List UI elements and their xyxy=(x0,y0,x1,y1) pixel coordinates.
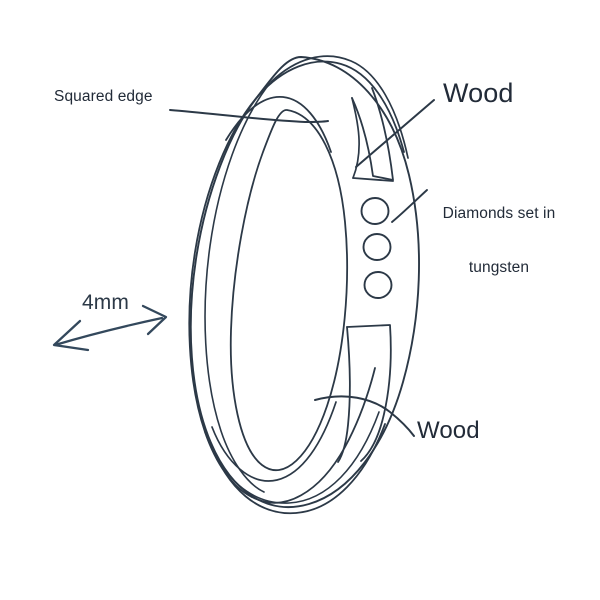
label-diamonds-line-1: Diamonds set in xyxy=(442,204,556,222)
wood-inlay-panel-top-base xyxy=(352,177,394,182)
wood-inlay-panel-top xyxy=(351,87,394,181)
squared-edge-leader-line xyxy=(169,109,329,123)
diamond-setting-3 xyxy=(363,271,393,299)
wood-inlay-panel-top-left-wall xyxy=(351,97,360,179)
wood-bottom-leader-line xyxy=(314,395,415,437)
ring-outer-front-edge xyxy=(189,56,420,508)
ring-inner-wall-bottom xyxy=(251,367,376,504)
ring-base-sweep-outer xyxy=(210,423,386,515)
ring-inner-hole-front xyxy=(229,109,348,472)
diamond-setting-2 xyxy=(362,233,392,261)
ring-inner-rim-lower-arc xyxy=(211,401,337,482)
label-diamonds-set-in-tungsten: Diamonds set in tungsten xyxy=(423,168,575,314)
label-band-width: 4mm xyxy=(82,291,129,314)
ring-inner-rim-top-arc xyxy=(225,96,332,153)
ring-crown-ridge-inner xyxy=(270,55,409,159)
label-wood-top: Wood xyxy=(443,78,514,108)
ring-crown-ridge-outer xyxy=(257,60,405,153)
label-squared-edge: Squared edge xyxy=(54,88,153,105)
ring-band-thickness-left xyxy=(204,82,271,493)
wood-inlay-panel-bottom-left-wall xyxy=(337,326,351,463)
diamonds-leader-line xyxy=(391,189,428,223)
wood-inlay-panel-bottom xyxy=(346,324,392,462)
width-dimension-arrow xyxy=(52,304,168,352)
ring-base-sweep-inner xyxy=(204,411,380,504)
label-diamonds-line-2: tungsten xyxy=(468,259,530,277)
label-wood-bottom: Wood xyxy=(417,417,480,444)
wood-top-leader-line xyxy=(355,99,435,168)
diamond-setting-1 xyxy=(360,197,390,225)
dimension-arrow-shaft xyxy=(53,316,164,347)
dimension-arrow-head-left xyxy=(52,319,90,352)
dimension-arrow-head-right xyxy=(141,304,168,336)
